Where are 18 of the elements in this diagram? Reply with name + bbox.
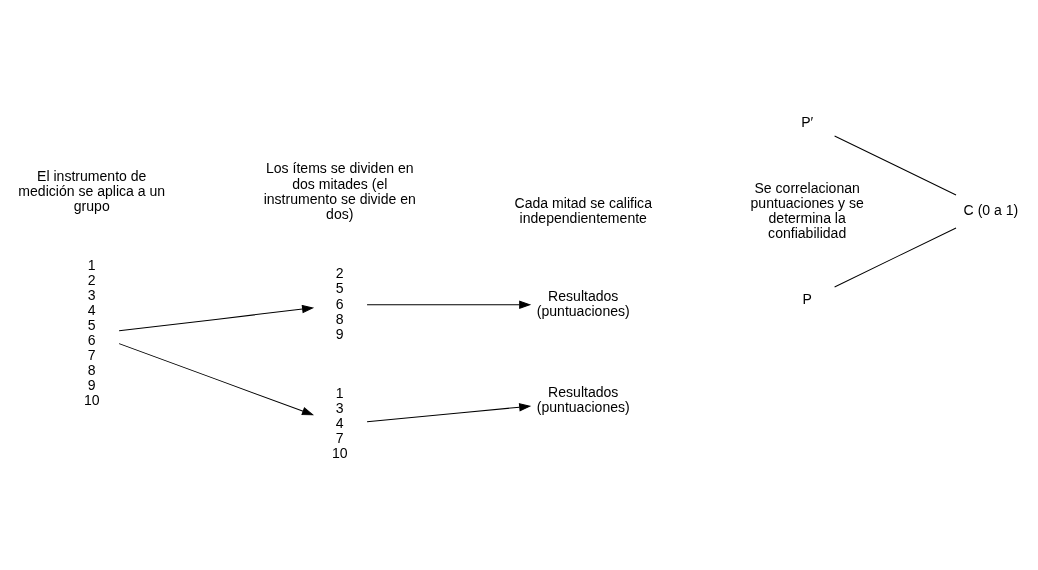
arrow — [366, 300, 531, 309]
label: Se correlacionan puntuaciones y se determina la confiabilidad — [750, 179, 864, 241]
arrow — [118, 304, 314, 331]
node-text: C (0 a 1) — [963, 201, 1019, 218]
arrow — [118, 342, 314, 415]
node-text: 1 2 3 4 5 6 7 8 9 10 — [83, 256, 100, 408]
connector — [834, 226, 957, 287]
connector — [834, 134, 957, 195]
label: El instrumento de medición se aplica a un grupo — [18, 167, 166, 214]
node-text: P′ — [801, 113, 814, 130]
arrow — [366, 402, 531, 422]
node-text: Resultados (puntuaciones) — [536, 287, 630, 319]
node-text: Resultados (puntuaciones) — [536, 383, 630, 415]
node-text: 1 3 4 7 10 — [331, 384, 348, 461]
node-text: P — [802, 290, 812, 307]
label: Cada mitad se califica independientemente — [514, 194, 652, 226]
label: Los ítems se dividen en dos mitades (el instrumento se divide en dos) — [263, 159, 416, 222]
node-text: 2 5 6 8 9 — [335, 264, 344, 342]
